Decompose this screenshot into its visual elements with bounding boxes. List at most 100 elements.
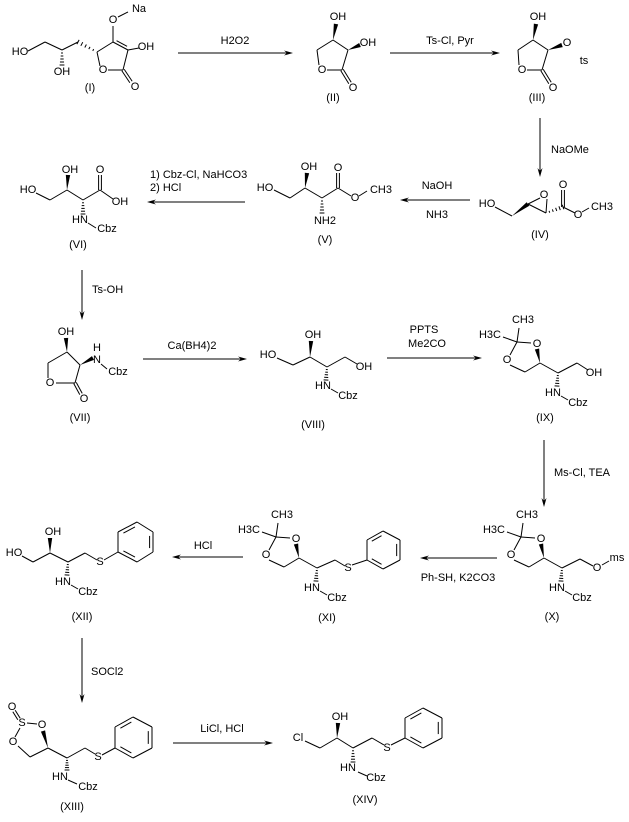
reagent-label: 2) HCl: [150, 182, 181, 194]
single-bond: [422, 737, 443, 749]
reagent-label: PPTS: [410, 324, 439, 336]
single-bond: [66, 189, 84, 201]
single-bond: [14, 727, 21, 738]
single-bond: [579, 558, 594, 567]
compound-label: (V): [318, 234, 333, 246]
single-bond: [332, 39, 349, 51]
atom-label: O: [109, 14, 118, 26]
compound-label: (XIV): [352, 794, 377, 806]
single-bond: [32, 552, 51, 563]
aromatic-inner-bond: [123, 550, 136, 558]
single-bond: [87, 222, 97, 229]
single-bond: [283, 557, 300, 568]
atom-label: HN: [549, 582, 565, 594]
single-bond: [334, 559, 346, 567]
single-bond: [316, 39, 334, 51]
hashed-bond: [548, 210, 551, 213]
compound-label: (VIII): [301, 419, 325, 431]
double-bond: [14, 709, 21, 719]
single-bond: [67, 552, 86, 563]
wedge-bond: [304, 172, 310, 188]
single-bond: [96, 51, 101, 67]
wedge-bond: [548, 42, 563, 50]
atom-label: OH: [586, 367, 603, 379]
aromatic-inner-bond: [410, 712, 422, 720]
wedge-bond: [308, 340, 314, 357]
atom-label: HO: [20, 184, 37, 196]
arrow-head-icon: [491, 50, 500, 56]
arrow-head-icon: [284, 50, 293, 56]
atom-label: Cbz: [338, 390, 358, 402]
single-bond: [49, 189, 68, 201]
single-bond: [47, 747, 68, 759]
atom-label: S: [383, 742, 390, 754]
single-bond: [122, 49, 129, 71]
atom-label: Cbz: [366, 772, 386, 784]
atom-label: Cl: [293, 732, 303, 744]
atom-label: HO: [12, 46, 29, 58]
single-bond: [494, 206, 513, 217]
reaction-arrow: [541, 440, 547, 507]
wedge-bond: [538, 543, 544, 558]
atom-label: O: [563, 37, 572, 49]
single-bond: [404, 737, 424, 749]
atom-label: O: [38, 719, 47, 731]
single-bond: [67, 779, 78, 785]
reaction-arrow: [537, 118, 543, 177]
atom-label: NH2: [314, 215, 336, 227]
single-bond: [99, 189, 114, 200]
single-bond: [273, 189, 291, 199]
atom-label: O: [593, 562, 602, 574]
atom-label: OH: [356, 361, 373, 373]
aromatic-inner-bond: [371, 535, 382, 542]
reagent-label: NH3: [426, 209, 448, 221]
single-bond: [422, 707, 443, 719]
single-bond: [127, 47, 140, 51]
atom-label: O: [96, 164, 105, 176]
single-bond: [352, 737, 373, 749]
atom-label: S: [94, 751, 101, 763]
single-bond: [516, 327, 520, 343]
aromatic-inner-bond: [120, 721, 132, 729]
arrow-head-icon: [238, 356, 247, 362]
double-bond: [12, 711, 19, 721]
atom-label: OH: [305, 329, 322, 341]
single-bond: [581, 207, 590, 213]
single-bond: [47, 351, 68, 364]
single-bond: [509, 341, 518, 356]
reaction-arrow: [143, 356, 247, 362]
arrow-head-icon: [473, 355, 482, 361]
single-bond: [513, 559, 530, 568]
single-bond: [560, 395, 569, 401]
compound-label: (XIII): [60, 801, 84, 813]
single-bond: [366, 559, 384, 570]
single-bond: [344, 356, 358, 365]
wedge-bond: [512, 202, 530, 216]
arrow-head-icon: [537, 168, 543, 177]
atom-label: O: [349, 82, 358, 94]
single-bond: [74, 364, 81, 384]
aromatic-inner-bond: [371, 558, 382, 565]
atom-label: O: [131, 81, 140, 93]
arrow-head-icon: [172, 554, 181, 560]
atom-label: CH3: [591, 201, 613, 213]
single-bond: [517, 49, 520, 66]
atom-label: OH: [58, 326, 75, 338]
single-bond: [49, 552, 69, 563]
single-bond: [509, 364, 526, 373]
atom-label: Cbz: [327, 592, 347, 604]
atom-label: HO: [257, 182, 274, 194]
single-bond: [66, 747, 86, 759]
atom-label: HN: [72, 214, 88, 226]
single-bond: [336, 737, 354, 749]
atom-label: N: [93, 354, 101, 366]
single-bond: [390, 737, 406, 746]
aromatic-inner-bond: [123, 526, 136, 534]
atom-label: HO: [6, 547, 23, 559]
atom-label: OH: [360, 37, 377, 49]
arrow-head-icon: [420, 555, 429, 561]
atom-label: O: [292, 533, 301, 545]
atom-label: ts: [580, 55, 589, 67]
single-bond: [17, 745, 31, 758]
